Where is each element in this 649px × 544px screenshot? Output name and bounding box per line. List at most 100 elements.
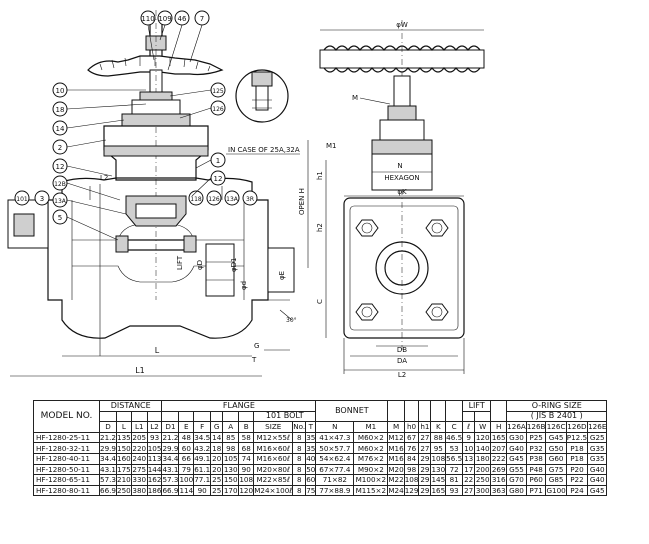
table-cell: 8 <box>292 442 307 454</box>
col-no: No. <box>292 421 307 433</box>
table-cell: G35 <box>587 452 608 465</box>
table-cell: 20 <box>210 452 224 465</box>
dim-open-h: OPEN H <box>298 188 306 215</box>
header-oring-sub: ( JIS B 2401 ) <box>506 410 608 423</box>
table-cell: 275 <box>130 463 148 476</box>
table-cell: 165 <box>430 484 447 497</box>
col-h0: h0 <box>403 421 420 433</box>
table-cell: 220 <box>130 442 148 454</box>
table-cell: 21.2 <box>98 431 118 444</box>
dim-t: T <box>251 356 257 364</box>
callout-12-left: 12 <box>56 163 65 171</box>
col-e: E <box>178 421 195 433</box>
table-cell: 144 <box>146 463 163 476</box>
table-cell: 95 <box>430 442 447 454</box>
table-cell: M16 <box>387 452 405 465</box>
header-model: MODEL NO. <box>33 400 100 433</box>
table-cell: 205 <box>130 431 148 444</box>
table-cell: 108 <box>403 474 420 486</box>
table-cell: 81 <box>445 474 464 486</box>
table-cell: 29 <box>418 484 432 497</box>
table-cell: P71 <box>525 484 547 497</box>
header-bolt: 101 BOLT <box>253 410 317 423</box>
gland-nut <box>139 91 173 101</box>
dim-k: φK <box>397 188 407 196</box>
detail-circle <box>235 69 289 123</box>
table-cell: 25 <box>210 474 224 486</box>
dim-d: φD <box>196 260 204 270</box>
table-cell: 60 <box>305 474 317 486</box>
col-g: G <box>210 421 224 433</box>
table-cell: 34.4 <box>161 452 180 465</box>
table-cell: 34.4 <box>98 452 118 465</box>
table-cell: 25 <box>210 484 224 497</box>
dim-l: L <box>155 346 160 355</box>
table-cell: P12.5 <box>565 431 589 444</box>
table-cell: 29 <box>418 463 432 476</box>
table-cell: 43.1 <box>161 463 180 476</box>
table-cell: 66.9 <box>98 484 118 497</box>
table-cell: 35 <box>305 431 317 444</box>
dim-da: DA <box>397 357 407 365</box>
table-cell: P20 <box>565 463 589 476</box>
table-cell: 300 <box>474 484 492 497</box>
table-cell: 108 <box>238 474 255 486</box>
callout-12b: 12B <box>54 181 66 188</box>
table-cell: M22 <box>387 474 405 486</box>
col-lift-l: ℓ <box>462 421 476 433</box>
table-cell: 120 <box>474 431 492 444</box>
callout-3r: 3R <box>246 196 254 203</box>
dim-d1: φD1 <box>230 258 238 272</box>
table-cell: 8 <box>292 452 307 465</box>
table-cell: 8 <box>292 463 307 476</box>
table-cell: G70 <box>506 474 527 486</box>
table-cell: 58 <box>238 431 255 444</box>
dim-e: φE <box>278 271 286 280</box>
model-cell: HF-1280-40-11 <box>33 452 100 465</box>
table-cell: M24 <box>387 484 405 497</box>
side-view: φW M M1 N HEXAGON φK OPEN H <box>298 20 485 379</box>
table-cell: G75 <box>545 463 567 476</box>
header-distance: DISTANCE <box>98 400 163 412</box>
table-cell: 57.3 <box>161 474 180 486</box>
table-cell: G40 <box>587 463 608 476</box>
callouts-right: 125 126 1 12 118 126 13A 3R IN CASE OF 2… <box>169 69 300 206</box>
table-cell: 200 <box>474 463 492 476</box>
dim-h2: h2 <box>316 223 324 232</box>
table-cell: 43.2 <box>193 442 212 454</box>
table-cell: P32 <box>525 442 547 454</box>
header-lift: LIFT <box>462 400 492 412</box>
table-cell: 129 <box>403 484 420 497</box>
dim-db: DB <box>397 346 407 354</box>
valve-technical-drawing: 110 109 46 7 10 18 14 2 12 12B 13A 101 3… <box>7 10 485 379</box>
table-cell: G100 <box>545 484 567 497</box>
table-cell: G50 <box>545 442 567 454</box>
dim-angle: 30° <box>286 317 297 324</box>
table-cell: 29.9 <box>98 442 118 454</box>
col-l1: L1 <box>130 421 148 433</box>
table-cell: M12 <box>387 431 405 444</box>
table-cell: 75 <box>305 484 317 497</box>
table-cell: 180 <box>474 452 492 465</box>
table-cell: 20 <box>210 463 224 476</box>
table-cell: 74 <box>238 452 255 465</box>
dim-phi-d: φd <box>240 281 248 290</box>
table-cell: 140 <box>474 442 492 454</box>
callout-18: 18 <box>56 106 65 114</box>
table-cell: 79 <box>178 463 195 476</box>
header-oring: O-RING SIZE <box>506 400 608 412</box>
model-cell: HF-1280-65-11 <box>33 474 100 486</box>
table-cell: 160 <box>116 452 132 465</box>
table-cell: 93 <box>445 484 464 497</box>
callout-13a-right: 13A <box>226 196 239 203</box>
table-header-row-3: D L L1 L2 D1 E F G A B SIZE No. T N M1 M… <box>34 421 608 433</box>
table-cell: 130 <box>222 463 240 476</box>
table-cell: 53 <box>445 442 464 454</box>
table-cell: P25 <box>525 431 547 444</box>
table-cell: 165 <box>490 431 508 444</box>
col-t: T <box>305 421 317 433</box>
